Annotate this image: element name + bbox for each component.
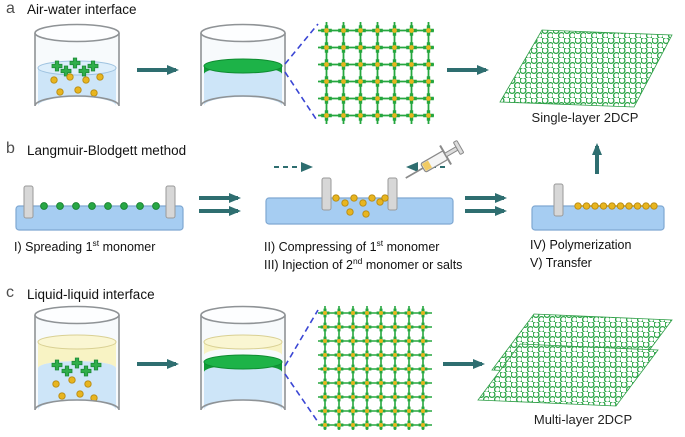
beaker-rim xyxy=(200,305,286,325)
beaker-air-water-before xyxy=(34,23,120,107)
dashed-magnification-lines xyxy=(284,23,319,123)
barrier-left xyxy=(321,177,332,211)
molecular-lattice-zoom-multi xyxy=(318,306,432,430)
langmuir-trough-polymerization xyxy=(531,183,665,231)
arrow-right-icon xyxy=(443,359,485,369)
polymer-film-surface xyxy=(203,58,283,74)
panel-c-letter: c xyxy=(6,284,14,301)
organic-surface xyxy=(203,334,283,350)
water-layer xyxy=(204,365,282,410)
trough-water xyxy=(15,205,184,231)
beaker-liquid-liquid-before xyxy=(34,305,120,411)
beaker-glass-outline xyxy=(200,33,286,107)
step-label-transfer: V) Transfer xyxy=(530,256,592,270)
front-layer xyxy=(477,343,659,407)
step-label-injection: III) Injection of 2nd monomer or salts xyxy=(264,256,463,273)
double-arrow-right-icon xyxy=(465,193,507,216)
syringe-icon xyxy=(405,140,464,179)
langmuir-trough-spreading xyxy=(15,185,184,231)
trough-water xyxy=(265,197,454,225)
beaker-rim xyxy=(200,23,286,43)
beaker-glass-outline xyxy=(200,315,286,411)
single-layer-2dcp-sheet xyxy=(499,29,673,108)
dashed-magnification-lines xyxy=(284,309,319,423)
beaker-rim xyxy=(34,305,120,325)
multi-layer-label: Multi-layer 2DCP xyxy=(533,412,633,427)
polymerized-monomer-chain xyxy=(574,202,658,210)
panel-c-title: Liquid-liquid interface xyxy=(27,287,155,302)
beaker-air-water-after xyxy=(200,23,286,107)
double-arrow-right-icon xyxy=(199,193,241,216)
panel-a-letter: a xyxy=(6,0,15,17)
beaker-liquid-liquid-after xyxy=(200,305,286,411)
barrier-right xyxy=(165,185,176,219)
step-label-polymerization: IV) Polymerization xyxy=(530,238,632,252)
organic-surface xyxy=(37,334,117,350)
trough-water xyxy=(531,205,665,231)
panel-b-title: Langmuir-Blodgett method xyxy=(27,143,187,158)
langmuir-trough-compressing xyxy=(265,162,454,225)
water-layer xyxy=(204,67,282,106)
molecular-lattice-zoom-single xyxy=(318,22,434,124)
panel-b-letter: b xyxy=(6,140,15,157)
barrier-left xyxy=(23,185,34,219)
beaker-rim xyxy=(34,23,120,43)
multi-layer-2dcp-sheet xyxy=(477,313,673,407)
step-label-spreading: I) Spreading 1st monomer xyxy=(14,238,156,255)
beaker-glass-outline xyxy=(34,33,120,107)
panel-a-title: Air-water interface xyxy=(27,2,137,17)
arrow-right-icon xyxy=(447,65,489,75)
arrow-right-icon xyxy=(137,65,179,75)
barrier xyxy=(553,183,564,217)
single-layer-label: Single-layer 2DCP xyxy=(531,110,639,125)
barrier-right xyxy=(387,177,398,211)
arrow-up-icon xyxy=(592,143,602,174)
beaker-glass-outline xyxy=(34,315,120,411)
arrow-right-icon xyxy=(137,359,179,369)
polymer-film-surface xyxy=(203,354,283,370)
step-label-compressing: II) Compressing of 1st monomer xyxy=(264,238,440,255)
